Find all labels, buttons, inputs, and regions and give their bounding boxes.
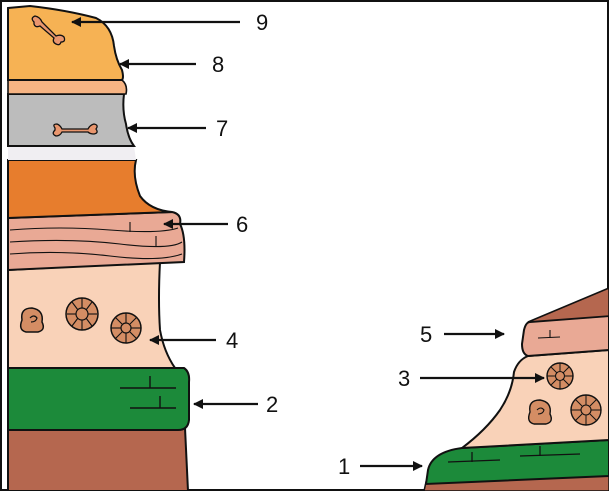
- ammonite-fossil: [66, 298, 98, 330]
- ammonite-fossil: [571, 395, 601, 425]
- label-6: 6: [236, 212, 248, 237]
- left-orange-layer: [8, 160, 172, 218]
- left-light-stripe: [8, 146, 136, 160]
- left-dark-brown-layer: [8, 428, 188, 491]
- left-gray-layer: [8, 94, 134, 146]
- left-rock-column: [8, 6, 189, 491]
- label-2: 2: [266, 392, 278, 417]
- label-8: 8: [212, 52, 224, 77]
- label-3: 3: [398, 366, 410, 391]
- right-top-slope: [528, 288, 609, 322]
- ammonite-fossil: [111, 313, 141, 343]
- label-1: 1: [338, 454, 350, 479]
- left-salmon-band: [8, 80, 127, 94]
- label-9: 9: [256, 10, 268, 35]
- left-top-layer: [8, 6, 123, 80]
- label-5: 5: [420, 322, 432, 347]
- snail-fossil: [529, 400, 552, 424]
- snail-fossil: [21, 308, 44, 332]
- label-4: 4: [226, 328, 238, 353]
- layer-labels: 9 8 7 6 4 2 5 3 1: [212, 10, 432, 479]
- right-rock-outcrop: [424, 288, 609, 491]
- left-green-layer: [8, 368, 189, 430]
- ammonite-fossil: [547, 363, 573, 389]
- label-7: 7: [216, 116, 228, 141]
